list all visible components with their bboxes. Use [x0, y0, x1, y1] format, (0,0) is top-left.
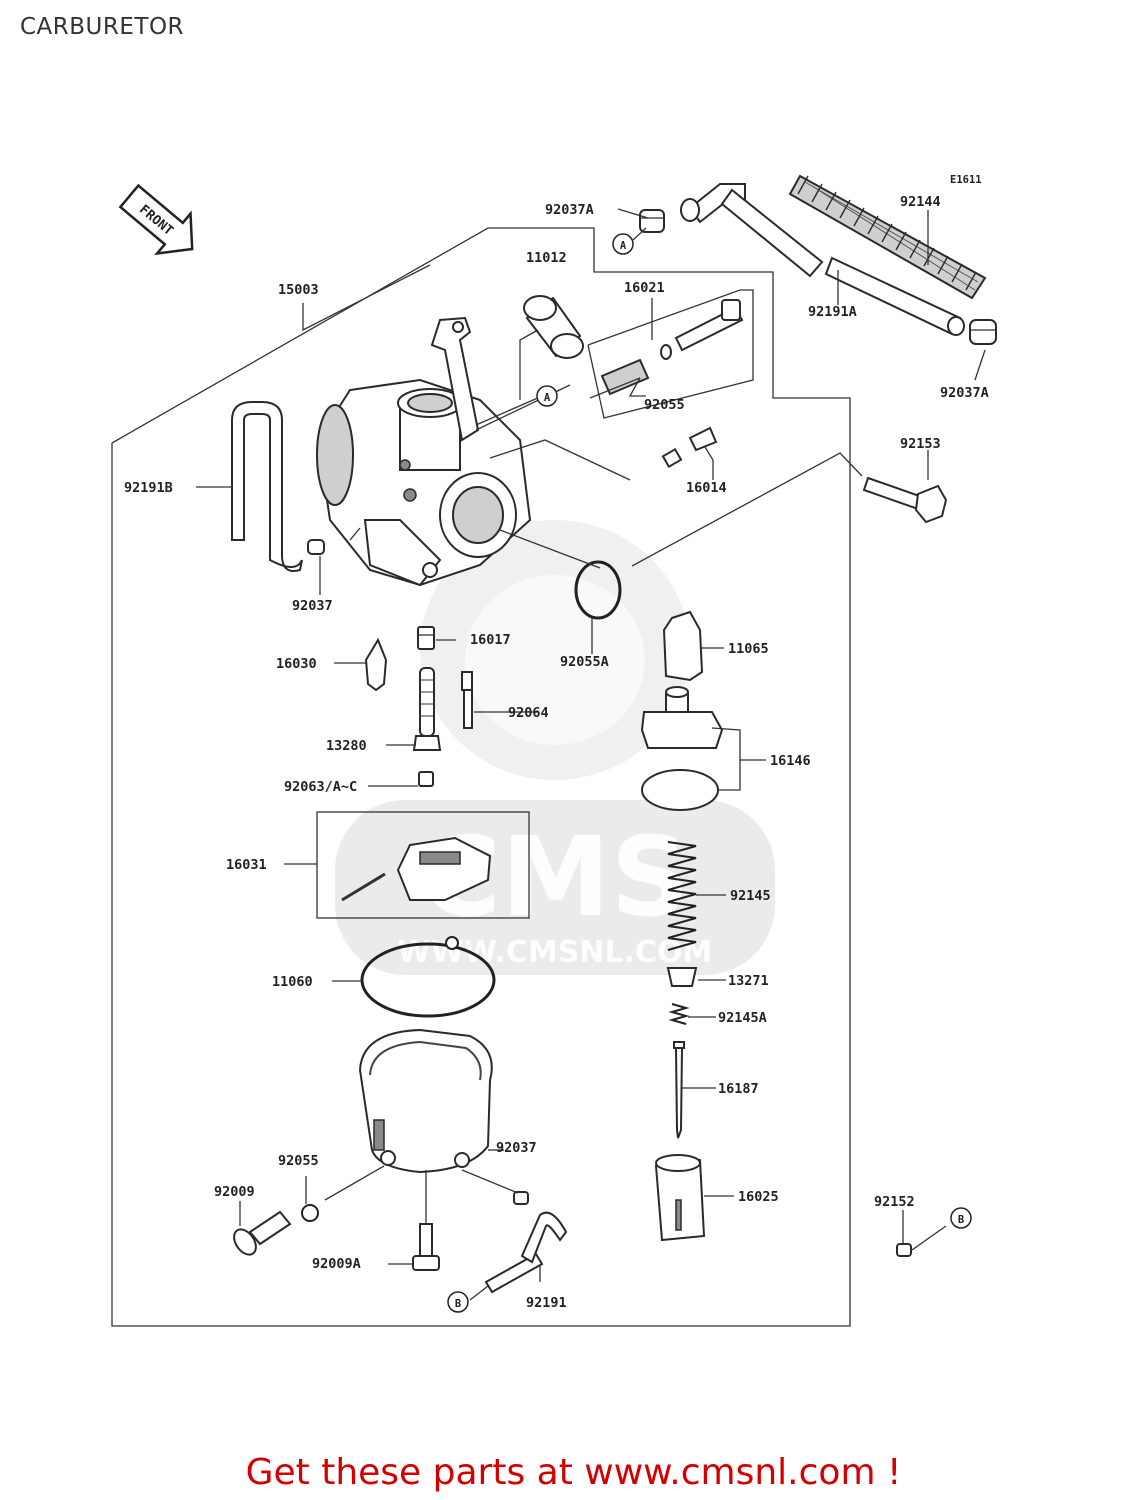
part-label-92055-top: 92055	[644, 397, 685, 413]
hose-clamp-92037A-right	[969, 319, 997, 345]
watermark-url: WWW.CMSNL.COM	[398, 935, 713, 970]
part-label-92145: 92145	[730, 888, 771, 904]
carburetor-body	[316, 316, 532, 587]
part-label-16146: 16146	[770, 753, 811, 769]
needle-16187	[673, 1041, 685, 1139]
top-cap-16146	[640, 686, 724, 811]
callout-a-body: A	[536, 385, 558, 407]
hose-clamp-92037A-top	[639, 209, 665, 233]
part-label-15003: 15003	[278, 282, 319, 298]
svg-text:A: A	[620, 240, 627, 252]
cap-11065	[662, 610, 704, 682]
part-label-13271: 13271	[728, 973, 769, 989]
svg-text:A: A	[544, 392, 551, 404]
part-label-92055-bottom: 92055	[278, 1153, 319, 1169]
throttle-slide-16025	[654, 1154, 706, 1242]
callout-b-bottom: B	[447, 1291, 469, 1313]
jet-92063	[418, 771, 434, 787]
callout-a-top: A	[612, 233, 634, 255]
front-arrow-icon: FRONT	[118, 183, 194, 256]
cap-92152	[896, 1243, 912, 1257]
part-label-16021: 16021	[624, 280, 665, 296]
jet-16017	[417, 626, 435, 650]
part-label-92063: 92063/A~C	[284, 779, 357, 795]
part-label-92055A: 92055A	[560, 654, 609, 670]
float-16031	[341, 836, 492, 902]
float-valve-16030	[364, 637, 388, 692]
part-label-16017: 16017	[470, 632, 511, 648]
part-label-92144: 92144	[900, 194, 941, 210]
svg-text:B: B	[958, 1214, 964, 1226]
part-label-92145A: 92145A	[718, 1010, 767, 1026]
part-label-92037A-top: 92037A	[545, 202, 594, 218]
drain-hose-92191	[484, 1191, 568, 1294]
clamp-92037-left	[307, 539, 325, 555]
part-label-16031: 16031	[226, 857, 267, 873]
needle-jet-13280	[412, 667, 442, 751]
part-label-92064: 92064	[508, 705, 549, 721]
cap-11012	[523, 295, 584, 359]
part-label-92191A: 92191A	[808, 304, 857, 320]
part-label-16030: 16030	[276, 656, 317, 672]
hose-92191B	[231, 401, 303, 572]
callout-b-right: B	[950, 1207, 972, 1229]
part-label-11060: 11060	[272, 974, 313, 990]
breather-hose-assembly	[639, 174, 997, 345]
pin-92064	[461, 671, 473, 729]
oring-92055-bottom	[301, 1204, 319, 1222]
retainer-13271	[666, 967, 698, 987]
part-label-13280: 13280	[326, 738, 367, 754]
bolt-92009A	[412, 1223, 440, 1271]
part-label-16187: 16187	[718, 1081, 759, 1097]
part-label-16025: 16025	[738, 1189, 779, 1205]
exploded-parts-diagram: CMS WWW.CMSNL.COM FRONT E1611	[111, 174, 997, 1327]
drain-screw-92009	[233, 1210, 292, 1256]
part-label-92037-left: 92037	[292, 598, 333, 614]
part-label-16014: 16014	[686, 480, 727, 496]
part-labels: 15003 11012 16021 92055 92037A 92144 921…	[124, 194, 989, 1311]
float-box-16031	[316, 811, 530, 919]
svg-text:B: B	[455, 1298, 461, 1310]
assembly-boundary	[111, 227, 851, 1327]
promo-link[interactable]: Get these parts at www.cmsnl.com !	[245, 1452, 902, 1493]
part-label-11065: 11065	[728, 641, 769, 657]
part-label-92009: 92009	[214, 1184, 255, 1200]
float-bowl	[358, 1028, 493, 1174]
part-label-92153: 92153	[900, 436, 941, 452]
bolt-92153	[862, 476, 948, 524]
pilot-screw-16021	[587, 289, 754, 419]
part-label-92009A: 92009A	[312, 1256, 361, 1272]
part-label-92152: 92152	[874, 1194, 915, 1210]
gasket-11060	[360, 942, 496, 1018]
diagram-code: E1611	[950, 174, 982, 186]
screw-16014	[661, 426, 718, 469]
oring-92055A	[574, 560, 622, 620]
leader-lines	[196, 208, 986, 1301]
part-label-92191: 92191	[526, 1295, 567, 1311]
part-label-92037A-right: 92037A	[940, 385, 989, 401]
part-label-92191B: 92191B	[124, 480, 173, 496]
page-title: CARBURETOR	[20, 14, 185, 40]
spring-92145A	[668, 1003, 690, 1025]
part-label-11012: 11012	[526, 250, 567, 266]
part-label-92037-bottom: 92037	[496, 1140, 537, 1156]
spring-92145	[667, 841, 697, 951]
